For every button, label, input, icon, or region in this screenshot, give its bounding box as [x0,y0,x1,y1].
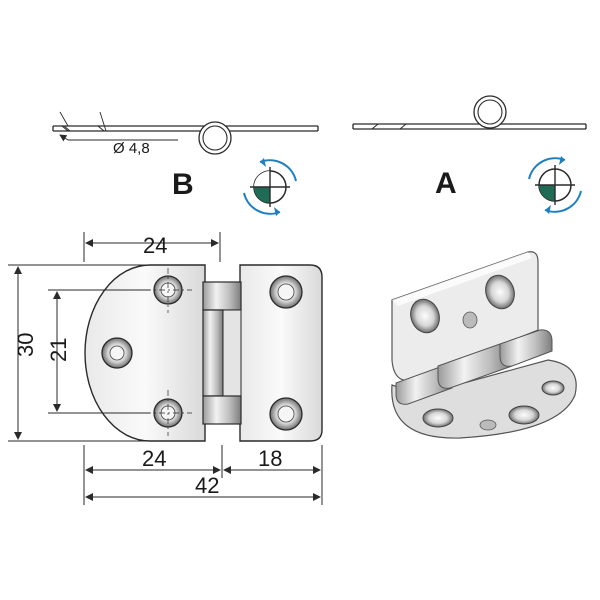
dim-top-width: 24 [143,233,167,258]
profile-view-b [52,111,319,155]
rotation-dial-icon-a [528,156,582,214]
dim-bottom-right: 18 [258,446,282,471]
rotation-dial-icon-b [243,158,297,216]
profile-view-a [352,95,587,130]
hinge-front-view [84,264,323,442]
side-b-label: B [172,168,194,201]
dim-bottom-left: 24 [142,446,166,471]
dimension-lines [8,232,323,505]
hinge-3d-illustration [391,251,577,439]
dim-overall-width: 42 [195,473,219,498]
side-a-label: A [435,167,457,200]
dim-overall-height: 30 [13,333,38,357]
diameter-label: Ø 4,8 [113,140,150,157]
dim-hole-spacing: 21 [46,338,71,362]
